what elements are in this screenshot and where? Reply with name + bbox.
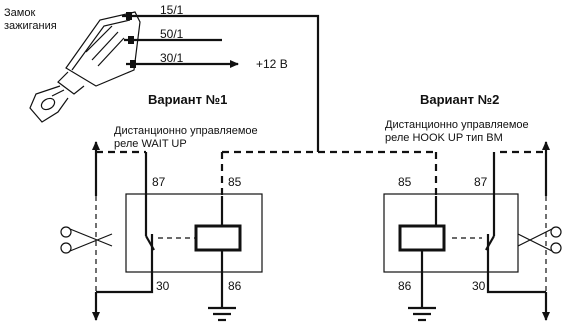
scissors-icon [517, 226, 562, 254]
variant1-desc-line2: реле WAIT UP [114, 138, 187, 150]
relay1-pin-86: 86 [228, 279, 242, 293]
variant1-desc-line1: Дистанционно управляемое [114, 125, 258, 137]
ignition-label-line2: зажигания [4, 20, 57, 32]
terminal-15-1: 15/1 [160, 3, 184, 17]
relay2-pin-85: 85 [398, 175, 412, 189]
relay1-pin-30: 30 [156, 279, 170, 293]
ignition-label-line1: Замок [4, 7, 35, 19]
relay2-pin-30: 30 [472, 279, 486, 293]
relay2-pin-86: 86 [398, 279, 412, 293]
wire-15-1 [150, 14, 320, 152]
supply-label: +12 В [256, 57, 288, 71]
scissors-icon [60, 226, 113, 254]
relay2-pin-87: 87 [474, 175, 488, 189]
variant2-title: Вариант №2 [420, 92, 499, 107]
terminal-30-1: 30/1 [160, 51, 184, 65]
relay-hook-up [383, 152, 546, 322]
variant1-title: Вариант №1 [148, 92, 227, 107]
ignition-switch-icon [29, 11, 150, 123]
relay1-pin-87: 87 [152, 175, 166, 189]
variant2-desc-line2: реле HOOK UP тип BM [385, 132, 503, 144]
relay-wait-up [96, 152, 263, 322]
variant2-desc-line1: Дистанционно управляемое [385, 119, 529, 131]
relay1-pin-85: 85 [228, 175, 242, 189]
terminal-50-1: 50/1 [160, 27, 184, 41]
